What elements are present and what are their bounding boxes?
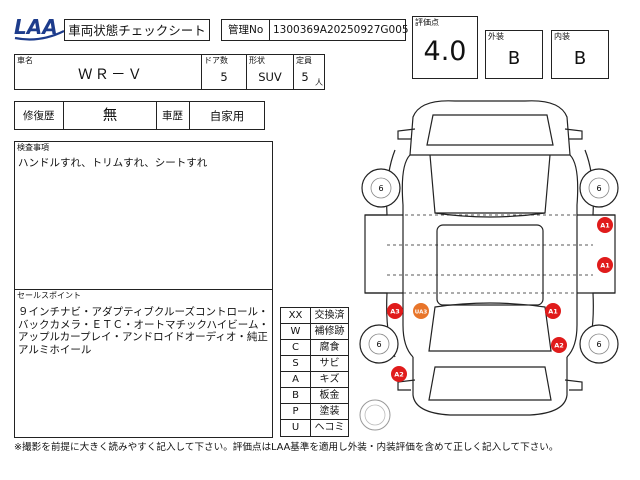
legend-code: P — [281, 404, 311, 419]
legend-description: 補修跡 — [314, 326, 345, 337]
sheet-title: 車両状態チェックシート — [68, 23, 206, 38]
vehicle-name-label: 車名 — [17, 56, 33, 65]
body-type-label: 形状 — [249, 56, 265, 65]
tire-front-right: 6 — [579, 168, 619, 208]
damage-marker-code: A2 — [394, 371, 404, 379]
damage-marker-code: A1 — [600, 262, 610, 270]
laa-logo-mark: LAA — [14, 15, 65, 41]
capacity-label: 定員 — [296, 56, 312, 65]
tire-rear-right: 6 — [579, 324, 619, 364]
sales-points-label: セールスポイント — [17, 291, 81, 300]
legend-row: B 板金 — [281, 388, 348, 404]
vehicle-name-value: ＷＲ－Ｖ — [78, 67, 144, 83]
overall-grade-label: 評価点 — [415, 18, 439, 27]
management-number-box: 管理No 1300369A20250927G005 — [221, 19, 409, 41]
inspection-notes-label: 検査事項 — [17, 143, 49, 152]
exterior-grade-box: 外装 B — [485, 30, 543, 79]
damage-marker-left-rear-door-2: UA3 — [413, 303, 429, 319]
usage-history-value: 自家用 — [209, 109, 245, 123]
damage-marker-code: A1 — [548, 308, 558, 316]
sales-points-box: セールスポイント ９インチナビ・アダプティブクルーズコントロール・バックカメラ・… — [14, 289, 273, 438]
vehicle-info-row: 車名 ＷＲ－Ｖ ドア数 5 形状 SUV 定員 5 人 — [14, 54, 325, 90]
tire-tread-front-right: 6 — [596, 184, 601, 193]
laa-logo: LAA — [12, 13, 66, 43]
repair-history-label: 修復歴 — [23, 110, 55, 122]
damage-marker-code: A2 — [554, 342, 564, 350]
inspection-notes-box: 検査事項 ハンドルすれ、トリムすれ、シートすれ — [14, 141, 273, 290]
legend-code: A — [281, 372, 311, 387]
damage-marker-code: UA3 — [415, 310, 428, 316]
legend-code: B — [281, 388, 311, 403]
legend-row: A キズ — [281, 372, 348, 388]
door-count-label: ドア数 — [204, 56, 228, 65]
overall-grade-box: 評価点 4.0 — [412, 16, 478, 79]
legend-description: キズ — [319, 374, 340, 385]
usage-history-label: 車歴 — [162, 110, 183, 122]
repair-history-value: 無 — [102, 108, 118, 124]
exterior-grade-label: 外装 — [488, 32, 504, 41]
history-row: 修復歴 無 車歴 自家用 — [14, 101, 265, 130]
management-number-label: 管理No — [228, 24, 264, 36]
damage-marker-code: A1 — [600, 222, 610, 230]
legend-row: C 腐食 — [281, 340, 348, 356]
damage-marker-right-rear-door: A1 — [545, 303, 561, 319]
management-number-value: 1300369A20250927G005 — [273, 24, 409, 36]
logo-text: LAA — [14, 15, 58, 39]
tire-front-left: 6 — [361, 168, 401, 208]
interior-grade-value: B — [573, 48, 587, 69]
legend-row: P 塗装 — [281, 404, 348, 420]
spare-tire-icon — [359, 399, 391, 431]
legend-description: 塗装 — [319, 406, 340, 417]
damage-marker-left-rear-door: A3 — [387, 303, 403, 319]
legend-row: S サビ — [281, 356, 348, 372]
capacity-value: 5 — [301, 70, 309, 84]
legend-code: C — [281, 340, 311, 355]
legend-description: ヘコミ — [314, 422, 345, 433]
body-type-value: SUV — [258, 70, 282, 84]
legend-description: 腐食 — [319, 342, 340, 353]
legend-code: W — [281, 324, 311, 339]
tire-rear-left: 6 — [359, 324, 399, 364]
legend-description: 交換済 — [314, 310, 345, 321]
interior-grade-box: 内装 B — [551, 30, 609, 79]
damage-marker-left-rear-bumper: A2 — [391, 366, 407, 382]
damage-marker-code: A3 — [390, 308, 400, 316]
inspection-notes-text: ハンドルすれ、トリムすれ、シートすれ — [18, 157, 208, 169]
capacity-unit: 人 — [315, 78, 323, 87]
tire-tread-front-left: 6 — [378, 184, 383, 193]
damage-marker-right-front-door: A1 — [597, 257, 613, 273]
legend-code: S — [281, 356, 311, 371]
door-count-value: 5 — [220, 70, 228, 84]
exterior-grade-value: B — [507, 48, 521, 69]
legend-description: 板金 — [319, 390, 340, 401]
sheet-title-box: 車両状態チェックシート — [64, 19, 210, 41]
overall-grade-value: 4.0 — [423, 36, 467, 67]
legend-code: XX — [281, 308, 311, 323]
sales-points-text: ９インチナビ・アダプティブクルーズコントロール・バックカメラ・ＥＴＣ・オートマチ… — [18, 306, 269, 356]
damage-marker-right-front-fender: A1 — [597, 217, 613, 233]
legend-code: U — [281, 420, 311, 436]
tire-tread-rear-right: 6 — [596, 340, 601, 349]
damage-marker-right-rear-quarter: A2 — [551, 337, 567, 353]
legend-description: サビ — [319, 358, 340, 369]
footer-note: ※撮影を前提に大きく読みやすく記入して下さい。評価点はLAA基準を適用し外装・内… — [14, 442, 559, 453]
interior-grade-label: 内装 — [554, 32, 570, 41]
tire-tread-rear-left: 6 — [376, 340, 381, 349]
